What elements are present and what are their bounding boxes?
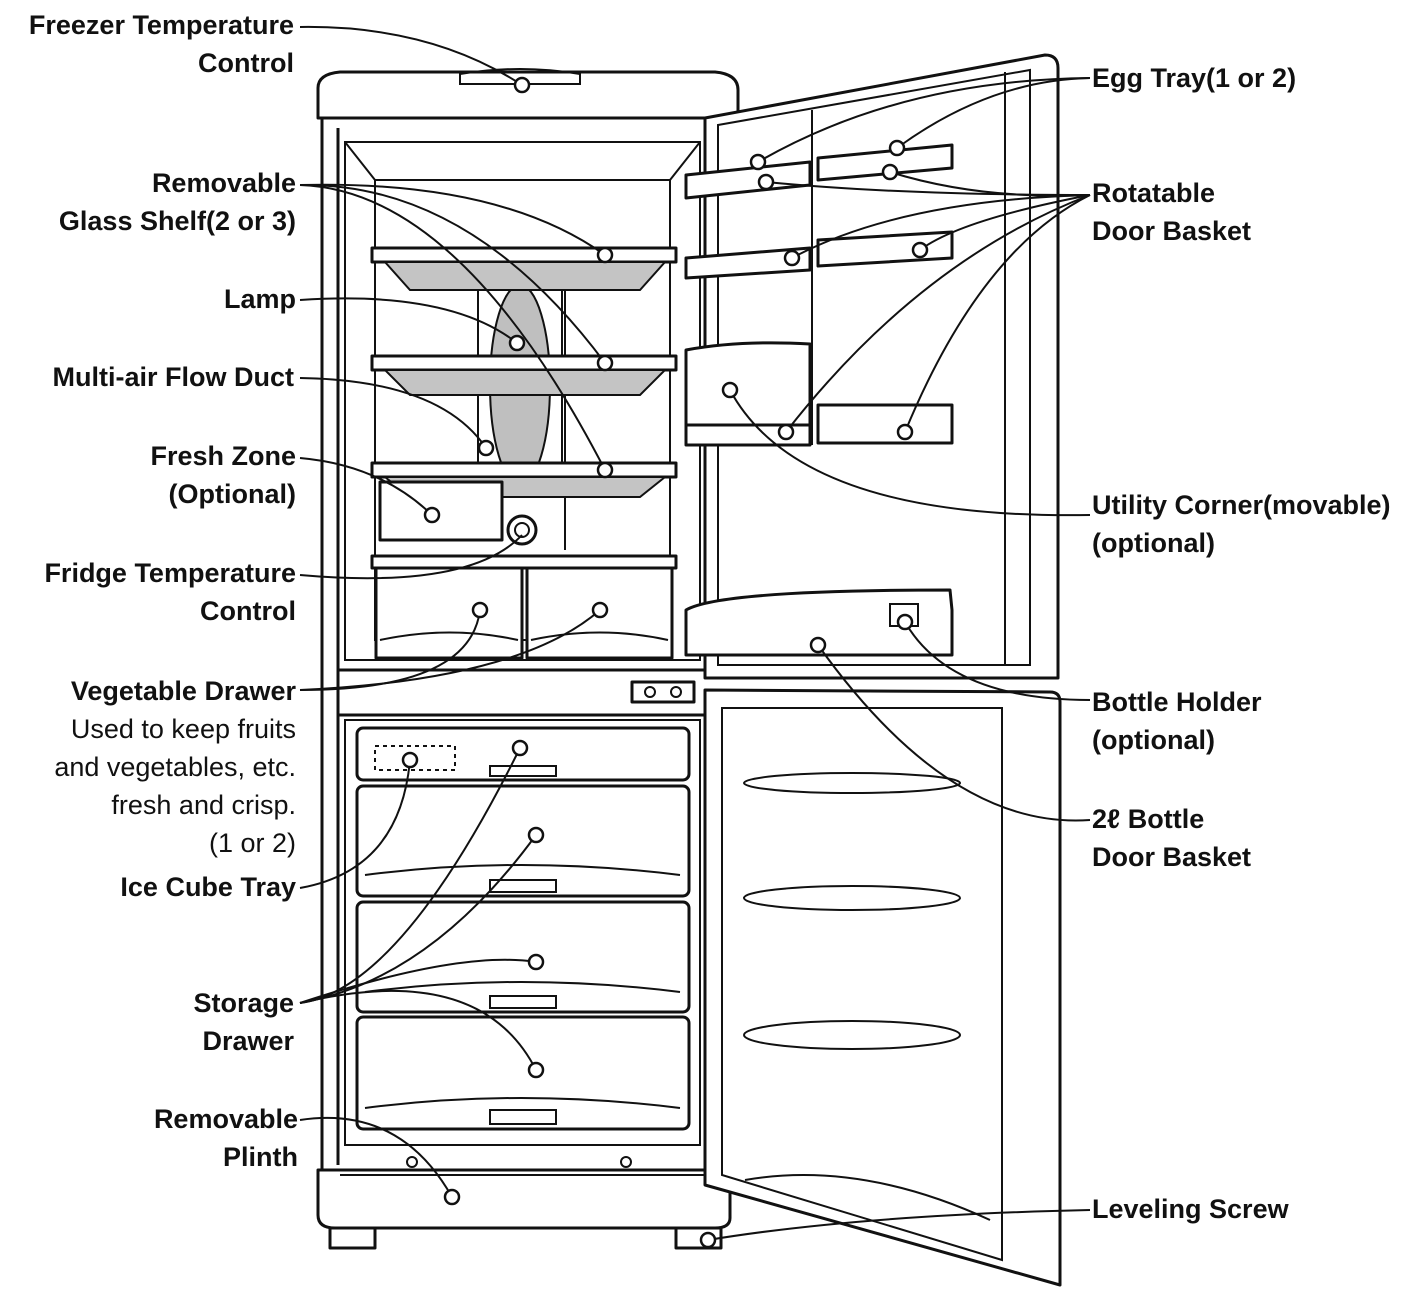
label-desc-line: fresh and crisp. (111, 790, 296, 820)
label-desc-line: Used to keep fruits (70, 714, 296, 744)
label-line: (optional) (1092, 725, 1215, 755)
label-line: Control (200, 596, 296, 626)
label-line: Drawer (202, 1026, 294, 1056)
label-line: Lamp (223, 284, 296, 314)
label-bottle-door-basket: 2ℓ Bottle Door Basket (1092, 800, 1251, 876)
freezer-door (703, 688, 1062, 1287)
label-line: Removable (151, 168, 296, 198)
label-line: Multi-air Flow Duct (52, 362, 294, 392)
label-multi-air-flow-duct: Multi-air Flow Duct (53, 358, 294, 396)
label-line: (Optional) (168, 479, 296, 509)
label-line: Utility Corner(movable) (1092, 490, 1391, 520)
label-line: Egg Tray(1 or 2) (1092, 63, 1297, 93)
label-fresh-zone: Fresh Zone (Optional) (150, 437, 296, 513)
label-desc-line: (1 or 2) (208, 828, 296, 858)
label-storage-drawer: Storage Drawer (193, 984, 294, 1060)
vegetable-drawers (370, 554, 678, 660)
label-egg-tray: Egg Tray(1 or 2) (1092, 59, 1296, 97)
label-bottle-holder: Bottle Holder (optional) (1092, 683, 1262, 759)
label-line: (optional) (1092, 528, 1215, 558)
label-line: Leveling Screw (1092, 1194, 1289, 1224)
label-removable-plinth: Removable Plinth (154, 1100, 298, 1176)
label-removable-glass-shelf: Removable Glass Shelf(2 or 3) (59, 164, 296, 240)
label-line: Bottle Holder (1092, 687, 1262, 717)
fridge-door (684, 53, 1060, 680)
label-line: Rotatable (1092, 178, 1216, 208)
label-line: Glass Shelf(2 or 3) (58, 206, 296, 236)
label-line: Ice Cube Tray (120, 872, 296, 902)
label-line: Door Basket (1092, 216, 1252, 246)
freezer-drawers (355, 726, 691, 1131)
label-line: Freezer Temperature (28, 10, 294, 40)
label-line: 2ℓ Bottle (1092, 804, 1205, 834)
label-freezer-temperature-control: Freezer Temperature Control (29, 6, 294, 82)
label-lamp: Lamp (224, 280, 296, 318)
label-utility-corner: Utility Corner(movable) (optional) (1092, 486, 1391, 562)
label-leveling-screw: Leveling Screw (1092, 1190, 1289, 1228)
label-desc-line: and vegetables, etc. (54, 752, 296, 782)
label-line: Control (198, 48, 294, 78)
leader-lines (299, 25, 1091, 1241)
label-line: Vegetable Drawer (70, 676, 296, 706)
label-rotatable-door-basket: Rotatable Door Basket (1092, 174, 1251, 250)
label-fridge-temperature-control: Fridge Temperature Control (44, 554, 296, 630)
label-ice-cube-tray: Ice Cube Tray (120, 868, 296, 906)
label-line: Door Basket (1092, 842, 1252, 872)
label-line: Fresh Zone (150, 441, 296, 471)
label-line: Plinth (223, 1142, 298, 1172)
label-line: Removable (153, 1104, 298, 1134)
label-vegetable-drawer: Vegetable Drawer Used to keep fruits and… (54, 672, 296, 862)
label-line: Storage (193, 988, 294, 1018)
label-line: Fridge Temperature (44, 558, 296, 588)
callout-dots (401, 76, 929, 1249)
